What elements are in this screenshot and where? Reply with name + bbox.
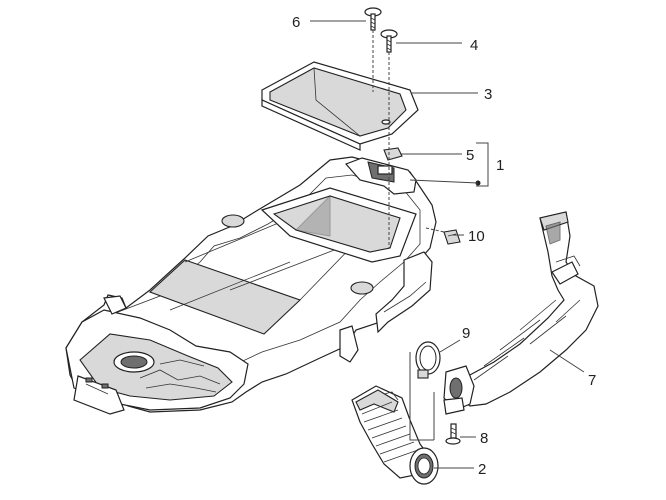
leader-1 (409, 179, 479, 184)
leader-7 (549, 349, 585, 373)
callout-7: 7 (588, 372, 596, 389)
callout-4: 4 (470, 37, 478, 54)
callout-2: 2 (478, 461, 486, 478)
group-bracket (476, 142, 489, 187)
callout-8: 8 (480, 430, 488, 447)
hose-clamp-9 (415, 341, 441, 379)
callout-1: 1 (496, 157, 504, 174)
screw-4 (380, 29, 398, 53)
tray-housing (65, 156, 437, 415)
leader-10-dash (425, 227, 445, 233)
hose-bracket (409, 352, 434, 441)
corrugated-hose-2 (351, 385, 439, 485)
callout-6: 6 (292, 14, 300, 31)
callout-9: 9 (462, 325, 470, 342)
screw-6 (364, 7, 382, 31)
cover-lid (261, 61, 419, 151)
leader-9 (439, 339, 461, 353)
callout-5: 5 (466, 147, 474, 164)
callout-10: 10 (468, 228, 485, 245)
screw-8 (443, 397, 465, 445)
nut-clip-10 (443, 229, 461, 245)
callout-3: 3 (484, 86, 492, 103)
clip-5 (383, 147, 403, 161)
